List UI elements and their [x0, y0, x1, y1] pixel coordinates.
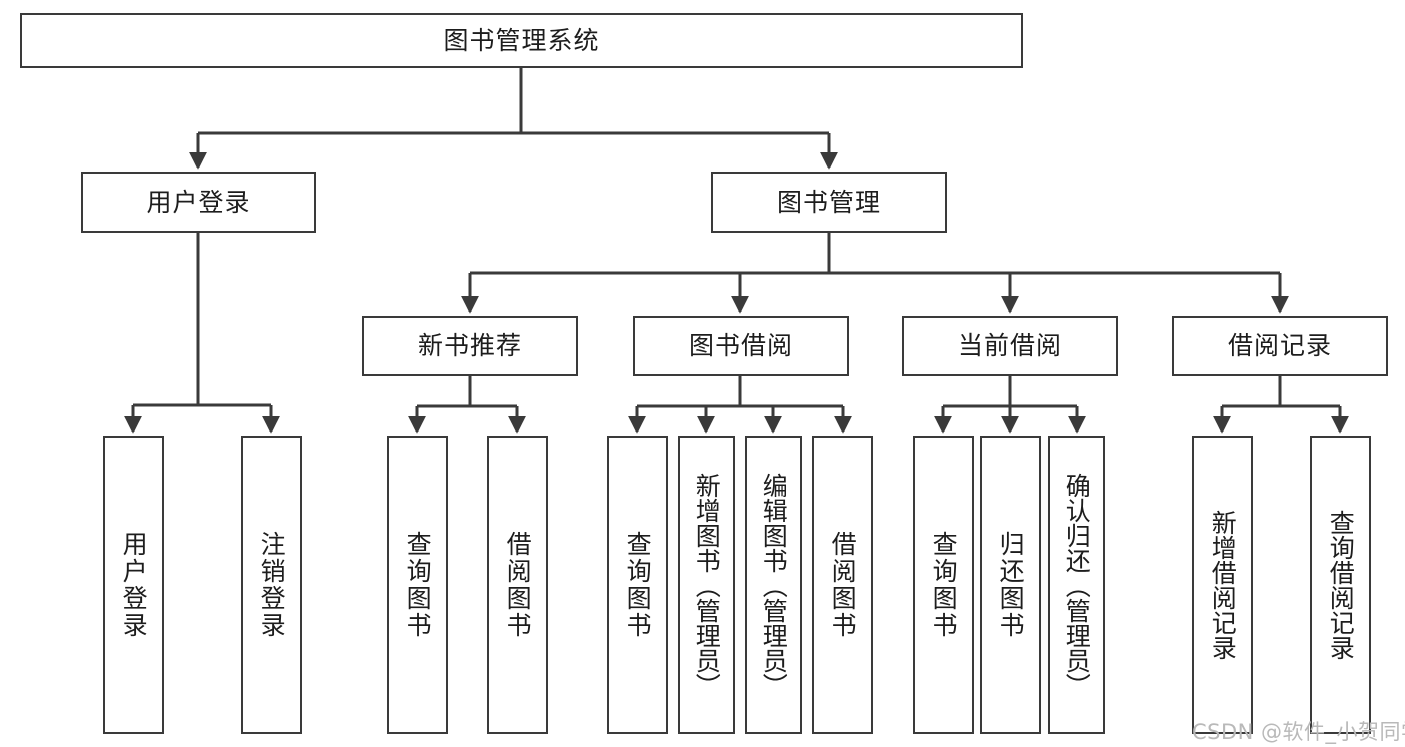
node-root-book-management-system[interactable]: 图书管理系统 [20, 13, 1023, 68]
node-label: 新增图书（管理员） [692, 472, 722, 698]
node-label: 编辑图书（管理员） [759, 472, 789, 698]
node-book-borrow[interactable]: 图书借阅 [633, 316, 849, 376]
node-label: 查询借阅记录 [1326, 510, 1356, 660]
node-label: 注销登录 [257, 531, 287, 639]
leaf-edit-book-admin[interactable]: 编辑图书（管理员） [745, 436, 802, 734]
node-label: 当前借阅 [957, 331, 1062, 361]
node-label: 新增借阅记录 [1208, 510, 1238, 660]
leaf-new-book-borrow[interactable]: 借阅图书 [487, 436, 548, 734]
node-book-management[interactable]: 图书管理 [711, 172, 947, 233]
leaf-user-login[interactable]: 用户登录 [103, 436, 164, 734]
node-label: 借阅图书 [503, 531, 533, 639]
node-label: 查询图书 [623, 531, 653, 639]
leaf-logout[interactable]: 注销登录 [241, 436, 302, 734]
node-new-book-recommend[interactable]: 新书推荐 [362, 316, 578, 376]
node-label: 借阅记录 [1227, 331, 1332, 361]
node-label: 用户登录 [146, 187, 251, 217]
leaf-return-book[interactable]: 归还图书 [980, 436, 1041, 734]
leaf-current-query-book[interactable]: 查询图书 [913, 436, 974, 734]
leaf-borrow-query-book[interactable]: 查询图书 [607, 436, 668, 734]
leaf-confirm-return-admin[interactable]: 确认归还（管理员） [1048, 436, 1105, 734]
node-label: 确认归还（管理员） [1062, 472, 1092, 698]
node-label: 图书管理 [776, 187, 881, 217]
node-label: 查询图书 [929, 531, 959, 639]
node-user-login[interactable]: 用户登录 [81, 172, 316, 233]
node-label: 新书推荐 [417, 331, 522, 361]
leaf-add-borrow-record[interactable]: 新增借阅记录 [1192, 436, 1253, 734]
node-borrow-record[interactable]: 借阅记录 [1172, 316, 1388, 376]
node-label: 查询图书 [403, 531, 433, 639]
node-label: 借阅图书 [828, 531, 858, 639]
leaf-query-borrow-record[interactable]: 查询借阅记录 [1310, 436, 1371, 734]
node-label: 归还图书 [996, 531, 1026, 639]
leaf-add-book-admin[interactable]: 新增图书（管理员） [678, 436, 735, 734]
node-label: 图书管理系统 [443, 25, 600, 55]
csdn-watermark: CSDN @软件_小贺同学 [1192, 720, 1405, 744]
node-current-borrow[interactable]: 当前借阅 [902, 316, 1118, 376]
leaf-new-book-query[interactable]: 查询图书 [387, 436, 448, 734]
node-label: 图书借阅 [688, 331, 793, 361]
node-label: 用户登录 [119, 531, 149, 639]
leaf-borrow-book[interactable]: 借阅图书 [812, 436, 873, 734]
